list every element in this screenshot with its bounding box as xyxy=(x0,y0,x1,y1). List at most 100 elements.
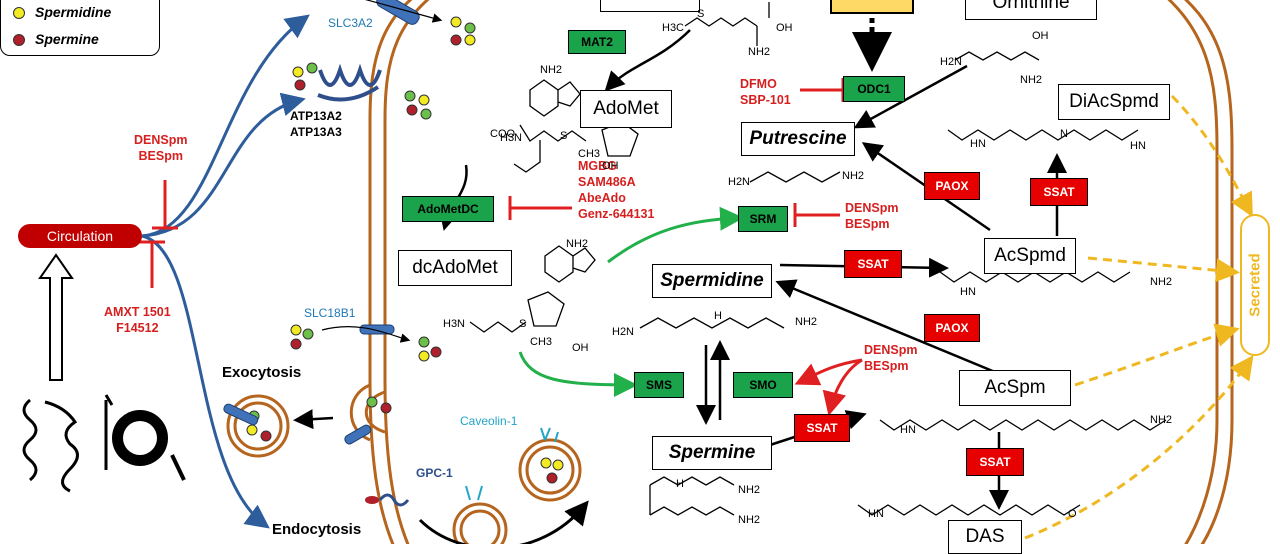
myc-box: MYC xyxy=(830,0,914,14)
legend-item-spermidine: Spermidine xyxy=(13,4,111,20)
smo-inhibitors: DENSpm BESpm xyxy=(864,343,918,373)
smo-enzyme: SMO xyxy=(733,372,793,398)
paox-enzyme-upper: PAOX xyxy=(924,172,980,200)
das-box: DAS xyxy=(948,520,1022,554)
gpc1-proteoglycan xyxy=(378,493,410,507)
circulation-inhibition xyxy=(139,180,178,288)
paox-enzyme-lower: PAOX xyxy=(924,314,980,342)
adomet-ch3: CH3 xyxy=(578,148,601,160)
ornithine-oh: OH xyxy=(1032,30,1049,42)
gpc1-label: GPC-1 xyxy=(416,466,453,480)
methionine-oh: OH xyxy=(776,22,793,34)
spermine-dot-icon xyxy=(13,34,25,47)
slc18b1-label: SLC18B1 xyxy=(304,306,356,320)
gut-icon xyxy=(22,398,79,493)
atp13-labels: ATP13A2 ATP13A3 xyxy=(290,109,342,139)
spermidine-dot-icon xyxy=(13,7,25,20)
spermidine-nh2: NH2 xyxy=(795,316,818,328)
acspmd-nh2: NH2 xyxy=(1150,276,1173,288)
acspmd-box: AcSpmd xyxy=(984,238,1076,274)
odc1-enzyme: ODC1 xyxy=(843,76,905,102)
legend: Spermidine Spermine xyxy=(0,0,160,56)
adomet-h3n: H3N xyxy=(500,132,523,144)
ssat-enzyme-spermidine: SSAT xyxy=(844,250,902,278)
adomet-nh2: NH2 xyxy=(540,64,563,76)
ornithine-h2n: H2N xyxy=(940,56,963,68)
spermine-nh2-1: NH2 xyxy=(738,484,761,496)
diacspmd-n: N xyxy=(1060,128,1068,140)
exocytosis-pore-protein xyxy=(344,424,372,445)
ornithine-box: Ornithine xyxy=(965,0,1097,20)
endocytosis-internal-arrow xyxy=(418,500,589,544)
diacspmd-hn-2: HN xyxy=(1130,140,1146,152)
methionine-box-partial xyxy=(600,0,700,12)
caveolin-vesicle xyxy=(518,427,582,502)
diacspmd-hn: HN xyxy=(970,138,986,150)
endocytosis-vesicle xyxy=(452,485,508,544)
acspmd-hn: HN xyxy=(960,286,976,298)
putrescine-nh2: NH2 xyxy=(842,170,865,182)
srm-inhibitors: DENSpm BESpm xyxy=(845,201,899,231)
polyamine-dots xyxy=(290,16,476,414)
ssat-enzyme-acspm: SSAT xyxy=(966,448,1024,476)
sms-enzyme: SMS xyxy=(634,372,684,398)
ssat-enzyme-spermine: SSAT xyxy=(794,414,850,442)
uptake-inhibitors: DENSpm BESpm xyxy=(134,133,188,163)
caveolin-label: Caveolin-1 xyxy=(460,414,518,428)
ssat-enzyme-diacspmd: SSAT xyxy=(1030,178,1088,206)
acspm-box: AcSpm xyxy=(959,370,1071,406)
spermidine-h2n: H2N xyxy=(612,326,635,338)
dcadomet-s: S xyxy=(519,318,527,330)
methionine-nh2: NH2 xyxy=(748,46,771,58)
secreted-label: Secreted xyxy=(1240,214,1270,356)
transport-arrows xyxy=(141,14,310,529)
acspm-nh2: NH2 xyxy=(1150,414,1173,426)
spermine-box: Spermine xyxy=(652,436,772,470)
spermine-nh2-2: NH2 xyxy=(738,514,761,526)
diet-uptake-arrow xyxy=(38,253,74,381)
aminopropyl-transfer-arrows xyxy=(518,206,744,397)
smo-red-arrow-2 xyxy=(822,358,863,416)
mat2-enzyme: MAT2 xyxy=(568,30,626,54)
spermidine-h: H xyxy=(714,310,722,322)
adometdc-enzyme: AdoMetDC xyxy=(402,196,494,222)
slc3a2-efflux-arrow xyxy=(365,0,443,23)
ornithine-nh2: NH2 xyxy=(1020,74,1043,86)
putrescine-box: Putrescine xyxy=(741,122,855,156)
circulation-label: Circulation xyxy=(18,224,142,248)
dcadomet-ch3: CH3 xyxy=(530,336,553,348)
putrescine-h2n: H2N xyxy=(728,176,751,188)
dcadomet-h3n: H3N xyxy=(443,318,466,330)
diacspmd-box: DiAcSpmd xyxy=(1058,84,1170,120)
adomet-oh: OH xyxy=(602,160,619,172)
acspm-hn: HN xyxy=(900,424,916,436)
das-hn: HN xyxy=(868,508,884,520)
slc18b1-transporter xyxy=(359,324,395,335)
spermine-h: H xyxy=(676,478,684,490)
dcadomet-nh2: NH2 xyxy=(566,238,589,250)
adomet-box: AdoMet xyxy=(580,90,672,128)
odc1-inhibitors: DFMO SBP-101 xyxy=(740,77,791,107)
slc18b1-arrow xyxy=(321,326,411,343)
methionine-s: S xyxy=(697,8,705,20)
methionine-h3c: H3C xyxy=(662,22,685,34)
adomet-coo: COO xyxy=(490,128,516,140)
dcadomet-box: dcAdoMet xyxy=(398,250,512,286)
exocytosis-label: Exocytosis xyxy=(222,364,302,381)
secretion-arrows xyxy=(1024,94,1254,540)
plate-icon xyxy=(104,394,186,481)
srm-enzyme: SRM xyxy=(738,206,788,232)
atp13-transporter xyxy=(317,63,382,102)
slc3a2-label: SLC3A2 xyxy=(328,16,373,30)
circulation-inhibitors: AMXT 1501 F14512 xyxy=(104,305,171,335)
adomet-s: S xyxy=(560,130,568,142)
smo-red-arrow xyxy=(794,358,863,386)
endocytosis-label: Endocytosis xyxy=(272,521,362,538)
dcadomet-oh: OH xyxy=(572,342,589,354)
exocytosis-vesicle xyxy=(223,394,290,458)
das-o: O xyxy=(1068,508,1077,520)
spermidine-box: Spermidine xyxy=(652,264,772,298)
exocytosis-arrow xyxy=(293,409,334,430)
adometdc-inhibitors: MGBG SAM486A AbeAdo Genz-644131 xyxy=(578,159,655,221)
